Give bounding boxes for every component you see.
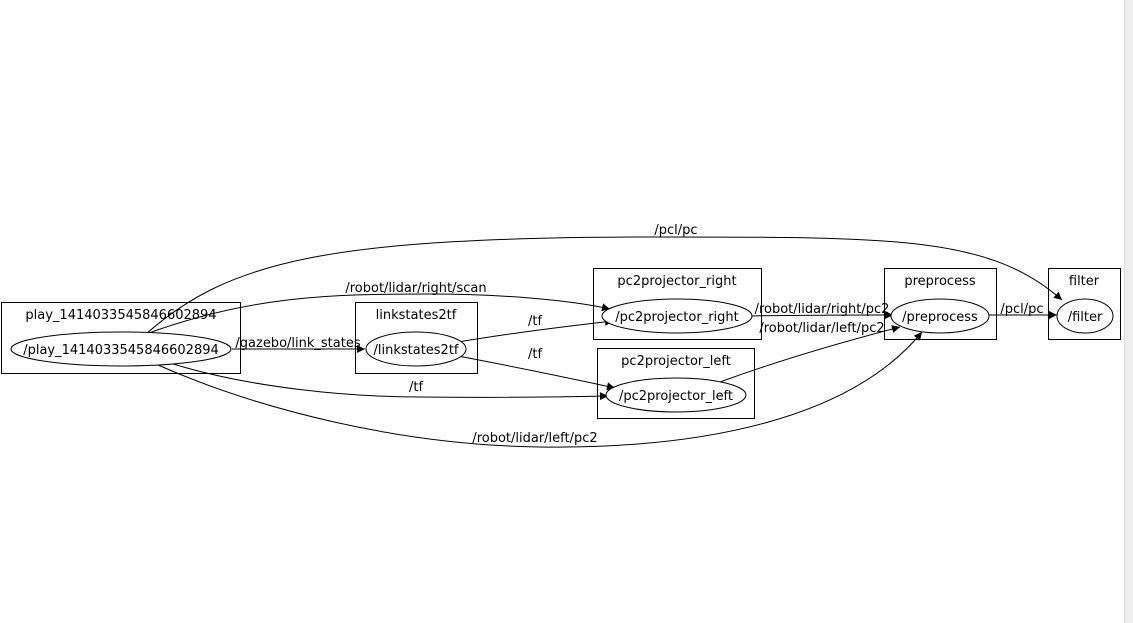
cluster-play: play_1414033545846602894 xyxy=(1,302,241,374)
vertical-scrollbar[interactable] xyxy=(1124,0,1133,623)
cluster-filter: filter xyxy=(1048,268,1121,340)
cluster-label-pc2projector-right: pc2projector_right xyxy=(617,274,736,289)
edge-label-right-pc2: /robot/lidar/right/pc2 xyxy=(755,302,890,317)
cluster-label-linkstates2tf: linkstates2tf xyxy=(376,308,457,323)
cluster-label-pc2projector-left: pc2projector_left xyxy=(621,354,731,369)
cluster-pc2projector-left: pc2projector_left xyxy=(597,348,755,419)
edge-tf-to-left: /tf xyxy=(457,347,616,391)
edge-right-scan: /robot/lidar/right/scan xyxy=(145,281,611,335)
node-pc2projector-right[interactable]: /pc2projector_right xyxy=(601,298,753,334)
edge-pcl-pc-top: /pcl/pc xyxy=(145,223,1063,335)
edge-right-pc2: /robot/lidar/right/pc2 xyxy=(748,302,894,320)
node-label-pc2projector-right: /pc2projector_right xyxy=(615,310,739,325)
cluster-preprocess: preprocess xyxy=(884,268,997,340)
node-pc2projector-left[interactable]: /pc2projector_left xyxy=(605,377,747,413)
node-preprocess[interactable]: /preprocess xyxy=(890,298,990,334)
edge-label-left-pc2-bottom: /robot/lidar/left/pc2 xyxy=(472,431,597,446)
edge-label-tf-play-to-left: /tf xyxy=(409,380,423,395)
cluster-linkstates2tf: linkstates2tf xyxy=(355,302,478,374)
edge-label-tf-to-right: /tf xyxy=(528,314,542,329)
node-play[interactable]: /play_1414033545846602894 xyxy=(10,331,232,367)
cluster-pc2projector-right: pc2projector_right xyxy=(593,268,762,340)
edge-label-left-pc2: /robot/lidar/left/pc2 xyxy=(759,321,884,336)
node-label-pc2projector-left: /pc2projector_left xyxy=(619,389,733,404)
edge-label-link-states: /gazebo/link_states xyxy=(235,336,360,351)
edge-label-right-scan: /robot/lidar/right/scan xyxy=(345,281,486,296)
node-linkstates2tf[interactable]: /linkstates2tf xyxy=(365,331,467,367)
node-label-linkstates2tf: /linkstates2tf xyxy=(373,343,458,358)
node-label-filter: /filter xyxy=(1068,310,1103,325)
node-label-play: /play_1414033545846602894 xyxy=(23,343,219,358)
node-filter[interactable]: /filter xyxy=(1056,298,1114,334)
edge-tf-to-right: /tf xyxy=(457,314,614,343)
edge-label-tf-to-left: /tf xyxy=(528,347,542,362)
cluster-label-preprocess: preprocess xyxy=(904,274,975,289)
node-label-preprocess: /preprocess xyxy=(902,310,978,325)
edge-label-pcl-pc-short: /pcl/pc xyxy=(1000,302,1043,317)
edge-left-pc2-bottom: /robot/lidar/left/pc2 xyxy=(157,331,923,448)
edge-left-pc2: /robot/lidar/left/pc2 xyxy=(719,321,901,383)
edge-link-states: /gazebo/link_states xyxy=(232,336,365,353)
edge-label-pcl-pc-top: /pcl/pc xyxy=(654,223,697,238)
edge-tf-play-to-left: /tf xyxy=(169,362,609,401)
edge-pcl-pc-short: /pcl/pc xyxy=(985,302,1057,319)
cluster-label-filter: filter xyxy=(1069,274,1100,289)
cluster-label-play: play_1414033545846602894 xyxy=(25,308,216,323)
